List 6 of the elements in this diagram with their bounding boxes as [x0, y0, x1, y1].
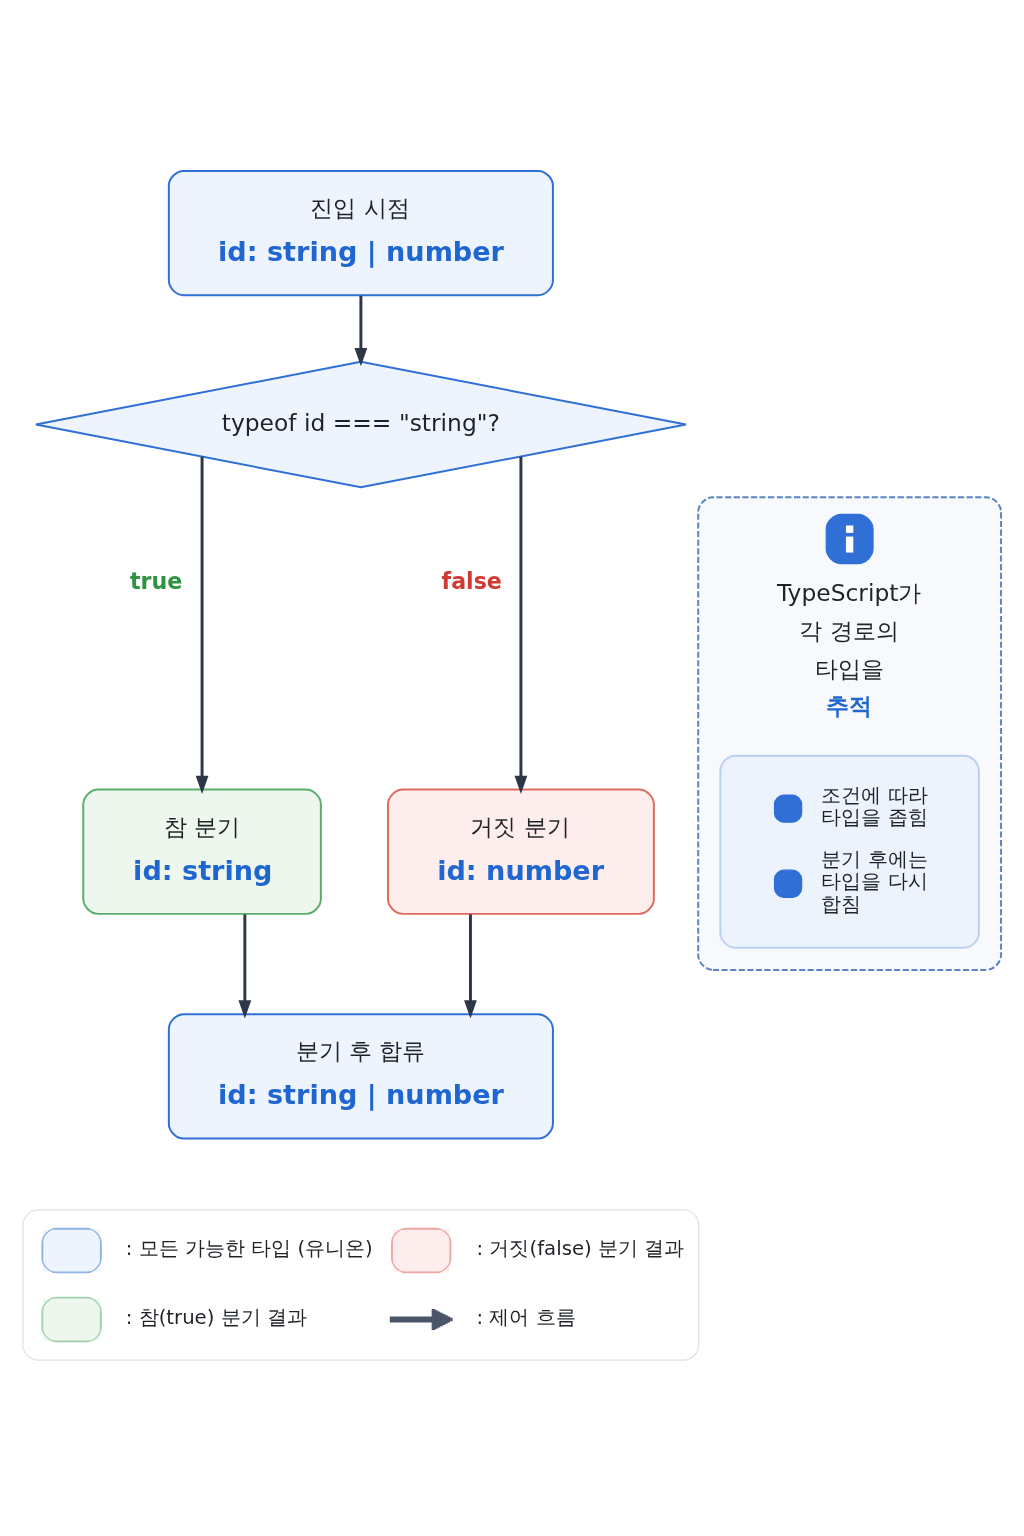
- edge-label: true: [130, 568, 183, 595]
- legend-label: : 모든 가능한 타입 (유니온): [125, 1237, 373, 1261]
- edge-label: false: [441, 568, 502, 595]
- legend-label: : 제어 흐름: [476, 1306, 576, 1330]
- legend-label: : 거짓(false) 분기 결과: [476, 1237, 685, 1261]
- legend-label: : 참(true) 분기 결과: [125, 1306, 307, 1330]
